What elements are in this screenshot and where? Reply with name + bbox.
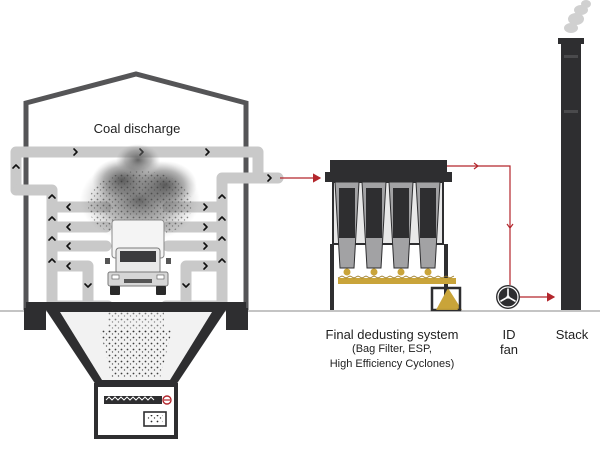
final-dedusting-label-group: Final dedusting system (Bag Filter, ESP,…	[316, 327, 468, 372]
flow-line-to-fan	[447, 165, 511, 285]
id-fan-label-group: ID fan	[490, 327, 528, 357]
building	[23, 71, 249, 310]
coal-discharge-label: Coal discharge	[93, 121, 181, 136]
receiving-hopper	[46, 310, 226, 385]
discharge-floor	[24, 302, 248, 330]
bag-filter-unit	[325, 160, 462, 312]
id-fan-label-line1: ID	[502, 327, 516, 342]
fan-icon	[496, 285, 520, 309]
stack	[558, 38, 584, 310]
final-dedusting-subtitle-1: (Bag Filter, ESP,	[352, 343, 432, 355]
truck-icon	[105, 219, 171, 295]
final-dedusting-subtitle-2: High Efficiency Cyclones)	[329, 358, 455, 370]
id-fan-label-line2: fan	[499, 342, 519, 357]
final-dedusting-title: Final dedusting system	[325, 327, 459, 342]
conveyor-icon	[94, 383, 178, 439]
stack-label: Stack	[555, 327, 589, 342]
smoke-plume-icon	[564, 0, 591, 33]
